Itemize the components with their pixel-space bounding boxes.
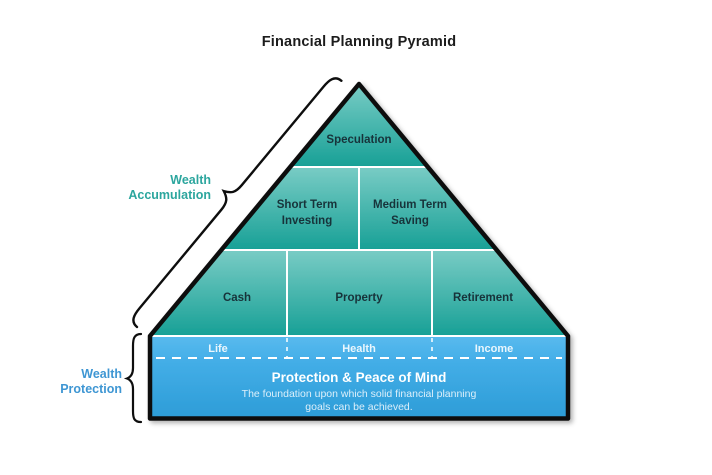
label-life: Life (208, 343, 228, 355)
accumulation-brace (132, 77, 343, 329)
label-health: Health (342, 343, 376, 355)
protection-band-shape (150, 336, 568, 358)
page-title: Financial Planning Pyramid (262, 34, 457, 50)
label-short-term-line2: Investing (282, 215, 332, 227)
label-foundation-title: Protection & Peace of Mind (272, 370, 447, 385)
label-wealth-accumulation-line1: Wealth (170, 173, 211, 187)
label-foundation-sub-line1: The foundation upon which solid financia… (242, 388, 477, 400)
cell-dividers (151, 166, 567, 337)
label-cash: Cash (223, 292, 251, 304)
label-speculation: Speculation (326, 134, 391, 146)
label-foundation-sub-line2: goals can be achieved. (305, 401, 412, 413)
label-income: Income (475, 343, 514, 355)
label-wealth-protection-line2: Protection (60, 382, 122, 396)
label-medium-term-line1: Medium Term (373, 199, 447, 211)
label-property: Property (335, 292, 383, 304)
label-wealth-accumulation-line2: Accumulation (128, 188, 211, 202)
pyramid-outline (147, 81, 571, 421)
label-retirement: Retirement (453, 292, 513, 304)
label-medium-term-line2: Saving (391, 215, 429, 227)
band-dashed-dividers (156, 338, 562, 359)
accumulation-brace-path (132, 77, 343, 329)
pyramid-labels: Speculation Short Term Investing Medium … (208, 134, 513, 413)
pyramid-body (147, 81, 571, 421)
level-assets-shape (150, 250, 568, 336)
protection-brace (123, 332, 143, 424)
label-wealth-protection-line1: Wealth (81, 367, 122, 381)
label-short-term-line1: Short Term (277, 199, 338, 211)
level-speculation-shape (290, 84, 428, 167)
side-labels: Wealth Accumulation Wealth Protection (60, 173, 211, 396)
foundation-shape (150, 358, 568, 419)
